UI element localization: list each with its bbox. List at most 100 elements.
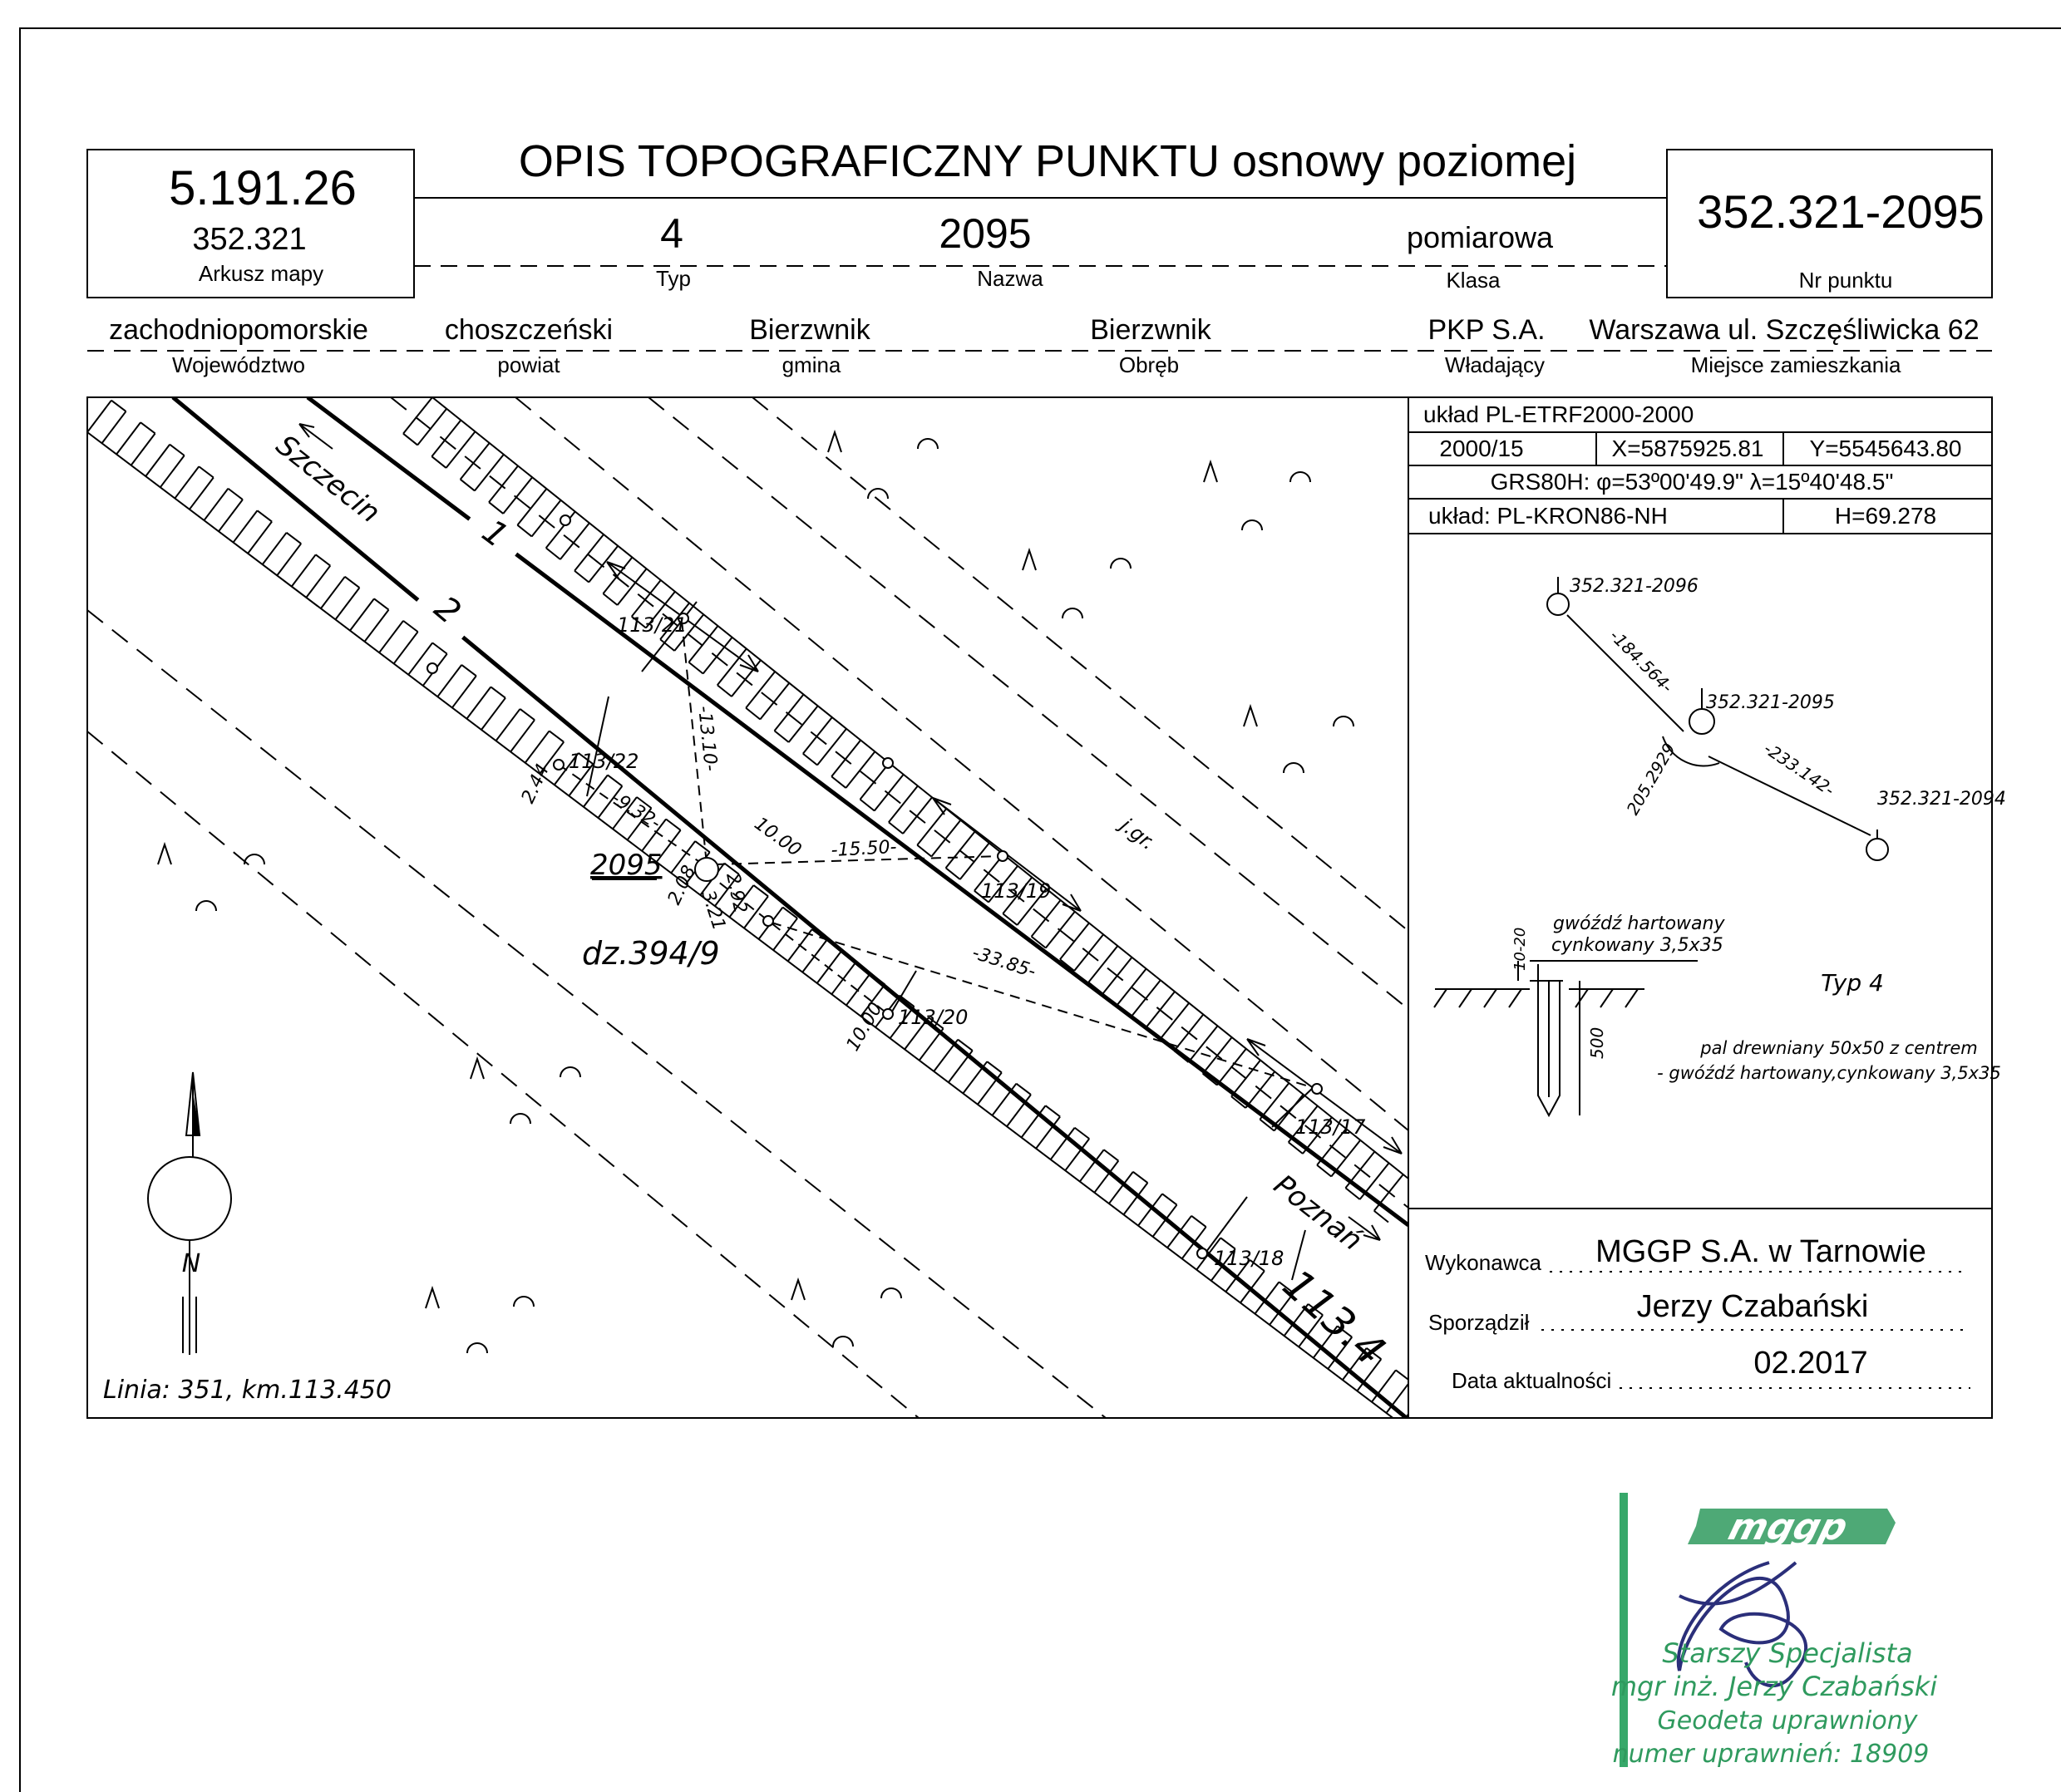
hatch-mark: [988, 865, 1018, 903]
hatch-mark: [116, 421, 141, 455]
point-2095-marker: [1689, 708, 1715, 735]
hatch-mark: [334, 587, 361, 620]
hatch-cap: [773, 730, 790, 743]
hatch-mark: [1342, 1347, 1368, 1381]
hatch-mark: [787, 705, 819, 743]
hatch-mark: [612, 796, 638, 830]
hatch-mark: [560, 522, 590, 560]
hatch-mark: [944, 830, 976, 869]
hatch-mark: [930, 820, 962, 858]
hatch-mark: [436, 664, 463, 697]
hatch-mark: [602, 556, 634, 594]
hatch-cap: [1074, 1126, 1090, 1140]
sheet-title: OPIS TOPOGRAFICZNY PUNKTU osnowy poziome…: [519, 136, 1576, 186]
marker-type-label: Typ 4: [1821, 969, 1884, 997]
hatch-mark: [688, 625, 719, 663]
hatch-cap: [1307, 1303, 1324, 1316]
vegetation-mark-icon: [1243, 703, 1258, 727]
hatch-cap: [545, 547, 561, 560]
hatch-mark: [859, 762, 890, 800]
embankment-lower-edge: [87, 431, 1395, 1418]
point-number-box: 352.321-2095 Nr punktu: [1666, 149, 1993, 298]
label-113-19: 113/19: [981, 879, 1051, 903]
vegetation-arc-icon: [560, 1066, 581, 1078]
stamp-line-3: Geodeta uprawniony: [1657, 1706, 1918, 1735]
hatch-cap: [1373, 1209, 1389, 1223]
hatch-mark: [261, 532, 288, 565]
stamp-line-4: numer uprawnień: 18909: [1613, 1740, 1930, 1769]
point-number-label: Nr punktu: [1799, 268, 1893, 293]
hatch-mark: [626, 807, 653, 841]
hatch-cap: [888, 821, 904, 834]
hatch-mark: [232, 510, 259, 544]
coords-zone: 2000/15: [1439, 436, 1523, 461]
gmina-label: gmina: [782, 352, 841, 377]
point-2094-marker: [1866, 838, 1889, 861]
hatch-cap: [549, 730, 565, 743]
data-label: Data aktualności: [1452, 1368, 1611, 1393]
vegetation-arc-icon: [1110, 558, 1132, 569]
wladajacy-label: Władający: [1445, 352, 1545, 377]
hatch-mark: [1102, 957, 1133, 995]
post-description-1: pal drewniany 50x50 z centrem: [1699, 1038, 1977, 1058]
vegetation-arc-icon: [1283, 762, 1304, 774]
parcel-label: dz.394/9: [582, 935, 720, 972]
hatch-mark: [402, 397, 433, 435]
vegetation-mark-icon: [425, 1285, 440, 1309]
hatch-cap: [636, 796, 653, 810]
hatch-mark: [145, 444, 170, 477]
hatch-mark: [597, 785, 624, 819]
hatch-cap: [1015, 1082, 1032, 1095]
hatch-mark: [902, 796, 933, 834]
hatch-cap: [607, 774, 623, 787]
coords-x: X=5875925.81: [1612, 436, 1764, 461]
hatch-mark: [655, 830, 682, 863]
hatch-mark: [1131, 979, 1161, 1017]
distance-2-92: 2.92: [722, 871, 751, 915]
aux-point-2: [426, 662, 438, 674]
main-frame: [86, 396, 1993, 1419]
hatch-cap: [752, 884, 769, 898]
hatch-cap: [986, 1061, 1003, 1074]
hatch-mark: [130, 432, 156, 466]
hatch-mark: [101, 411, 127, 444]
typ-value: 4: [660, 210, 683, 257]
hatch-mark: [1002, 876, 1033, 914]
hatch-cap: [665, 818, 682, 831]
kilometre-tick: [1291, 1229, 1306, 1281]
point-113-19: [997, 850, 1008, 862]
label-113-17: 113/17: [1295, 1115, 1366, 1139]
hatch-mark: [1116, 967, 1147, 1006]
hatch-cap: [631, 615, 647, 629]
aux-point-4: [762, 915, 774, 927]
hatch-mark: [516, 488, 548, 526]
hatch-cap: [1249, 1259, 1265, 1272]
powiat-value: choszczeński: [445, 314, 613, 346]
hatch-cap: [1059, 958, 1075, 972]
hatch-cap: [111, 399, 127, 412]
hatch-mark: [659, 602, 690, 640]
hatch-mark: [759, 682, 791, 721]
distance-13-10: -13.10-: [693, 705, 721, 772]
hatch-mark: [816, 728, 847, 766]
hatch-cap: [944, 867, 961, 880]
hatch-cap: [578, 752, 594, 766]
angle-value: 205.2929: [1623, 740, 1680, 819]
hatch-cap: [694, 840, 711, 854]
hatch-cap: [859, 798, 875, 812]
hatch-mark: [977, 1071, 1003, 1105]
hatch-mark: [87, 400, 112, 433]
hatch-mark: [392, 631, 419, 665]
label-113-18: 113/18: [1214, 1247, 1284, 1270]
hatch-mark: [959, 842, 990, 880]
hatch-mark: [743, 895, 769, 929]
hatch-mark: [1298, 1314, 1324, 1348]
hatch-mark: [588, 545, 619, 583]
hatch-mark: [320, 576, 346, 609]
hatch-cap: [140, 421, 156, 435]
distance-to-2094: -233.142-: [1760, 738, 1838, 800]
poznan-arrow-icon: [1348, 1216, 1381, 1241]
distance-33-85: -33.85-: [969, 943, 1038, 982]
hatch-cap: [488, 501, 504, 514]
hatch-cap: [1366, 1347, 1382, 1360]
